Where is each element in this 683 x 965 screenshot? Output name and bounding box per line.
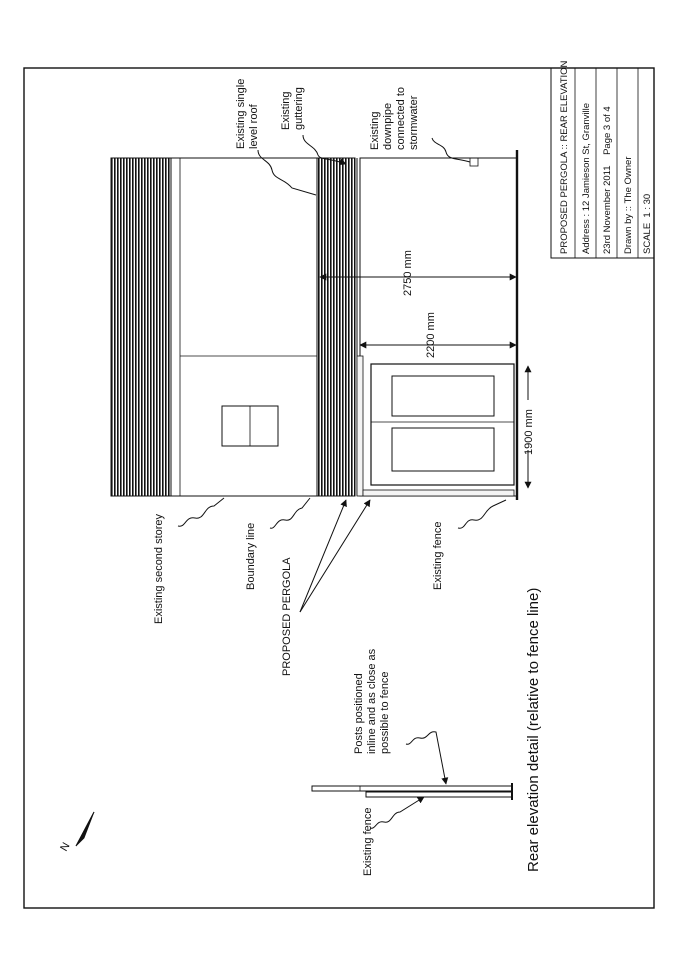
svg-text:Posts positionedinline and as: Posts positionedinline and as close aspo… [353, 648, 391, 754]
detail-caption: Rear elevation detail (relative to fence… [525, 588, 542, 872]
detail-post [311, 785, 513, 792]
label-proposed-pergola: PROPOSED PERGOLA [281, 499, 371, 676]
door-leaf-left [391, 375, 495, 417]
svg-text:Existingguttering: Existingguttering [280, 87, 305, 130]
svg-text:N: N [58, 841, 72, 854]
second-storey-wall [170, 157, 318, 497]
label-existing-downpipe: Existingdownpipeconnected tostormwater [369, 87, 471, 163]
downpipe [469, 157, 479, 167]
title-block: PROPOSED PERGOLA :: REAR ELEVATION Addre… [550, 60, 655, 259]
single-level-roof-hatch [316, 157, 356, 497]
address-text: Address : 12 Jamieson St, Granville [581, 103, 592, 254]
scale-text: SCALE 1 : 30 [642, 194, 653, 254]
door-leaf-right [391, 427, 495, 472]
drawing-frame [23, 67, 655, 909]
date-page-text: 23rd November 2011 Page 3 of 4 [602, 106, 613, 254]
svg-text:Existing fence: Existing fence [362, 808, 374, 876]
ground-floor-wall [359, 157, 518, 497]
label-boundary-line: Boundary line [245, 497, 311, 590]
label-existing-fence: Existing fence [432, 499, 507, 590]
detail-fence [365, 791, 513, 798]
label-existing-second-storey: Existing second storey [153, 497, 225, 624]
pergola-beam [356, 355, 364, 497]
label-existing-guttering: Existingguttering [280, 87, 347, 166]
upper-roof-hatch [110, 157, 172, 497]
svg-text:Existingdownpipeconnected tost: Existingdownpipeconnected tostormwater [369, 87, 420, 150]
svg-text:PROPOSED PERGOLA: PROPOSED PERGOLA [281, 557, 293, 676]
label-existing-single-level-roof: Existing singlelevel roof [235, 79, 317, 196]
dim-2750-label: 2750 mm [402, 250, 414, 296]
svg-text:Existing fence: Existing fence [432, 522, 444, 590]
dim-1900-label: 1900 mm [523, 409, 535, 455]
svg-text:Existing second storey: Existing second storey [153, 513, 165, 624]
north-arrow-icon: N [58, 811, 95, 854]
title-text: PROPOSED PERGOLA :: REAR ELEVATION [559, 60, 570, 254]
svg-text:Existing singlelevel roof: Existing singlelevel roof [235, 79, 260, 149]
pergola-post [362, 489, 515, 497]
svg-text:Boundary line: Boundary line [245, 523, 257, 590]
double-door-frame [370, 363, 515, 486]
drawn-by-text: Drawn by :: The Owner [623, 156, 634, 254]
rear-elevation-detail: Posts positionedinline and as close aspo… [311, 588, 542, 876]
dim-2200-label: 2200 mm [425, 312, 437, 358]
